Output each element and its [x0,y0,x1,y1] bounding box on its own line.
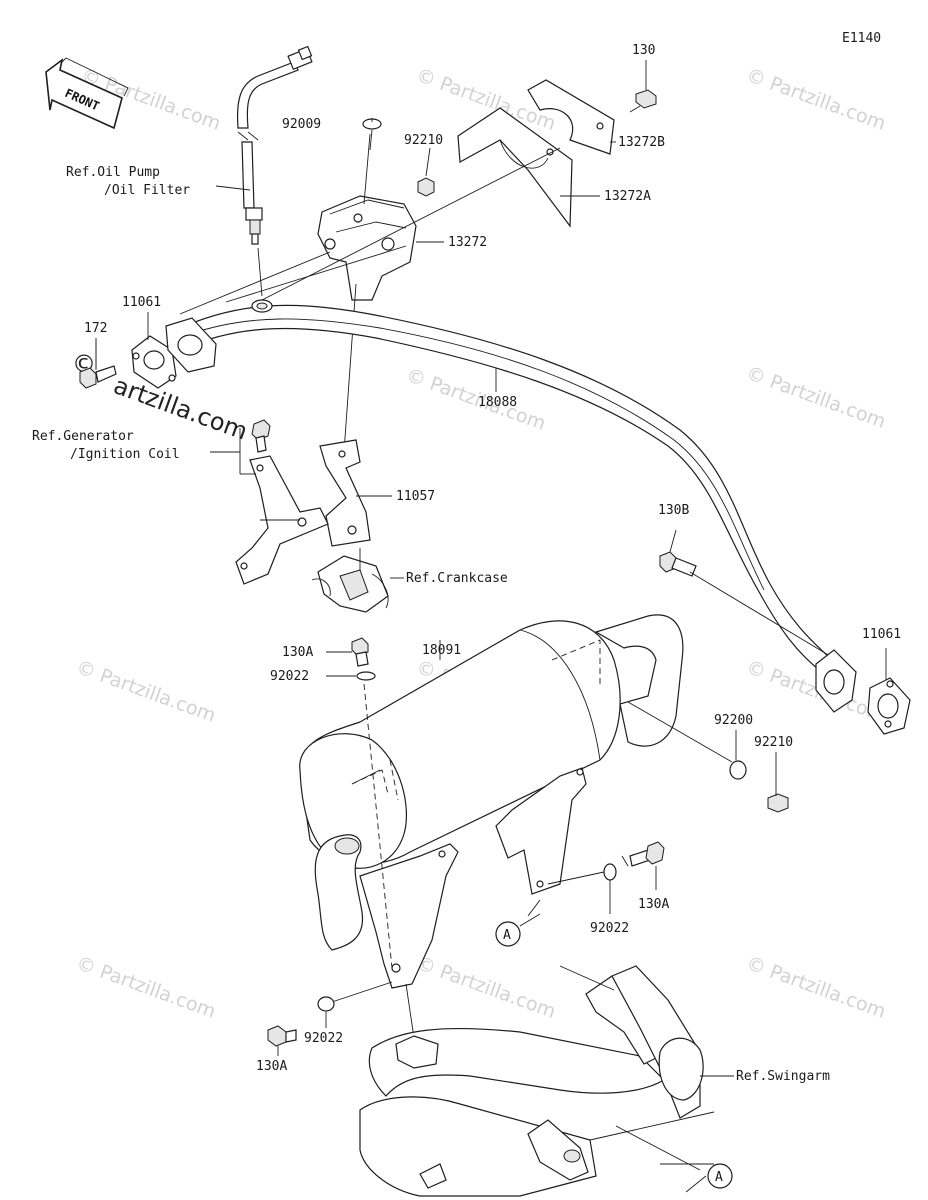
label-18091: 18091 [422,643,461,658]
swingarm [359,965,734,1197]
watermark: © Partzilla.com [743,362,888,433]
watermark: © Partzilla.com [743,952,888,1023]
marker-a-right-label: A [715,1170,723,1185]
label-130A-bottom: 130A [256,1059,287,1074]
label-13272: 13272 [448,235,487,250]
label-11061-left: 11061 [122,295,161,310]
label-92022-bottom: 92022 [304,1031,343,1046]
bolt-generator [210,419,300,521]
label-11061-right: 11061 [862,627,901,642]
heat-shield-13272A [457,107,573,228]
label-130-top: 130 [632,43,655,58]
watermark: © Partzilla.com [73,656,218,727]
heat-shield-13272B [527,79,615,155]
muffler-18091 [299,614,684,951]
label-11057: 11057 [396,489,435,504]
washer-92022-bottom [317,996,335,1012]
label-92210-top: 92210 [404,133,443,148]
ref-generator: Ref.Generator [32,429,134,444]
ref-ignition-coil: /Ignition Coil [70,447,180,462]
bolt-130-top [629,60,657,113]
label-92009: 92009 [282,117,321,132]
oil-line-assembly [236,45,313,297]
marker-a-left-label: A [503,928,511,943]
label-92022-right: 92022 [590,921,629,936]
nut-92210-right [767,793,789,813]
label-130B: 130B [658,503,689,518]
bolt-130A-top [351,637,369,667]
flange-right [815,649,857,713]
screw-92009 [362,118,382,205]
muffler-bracket-rear [495,767,587,895]
bolt-130A-bottom [267,1025,297,1047]
label-13272B: 13272B [618,135,665,150]
label-130A-top: 130A [282,645,313,660]
watermark: © Partzilla.com [413,952,558,1023]
gasket-11061-right [867,648,911,735]
ref-crankcase: Ref.Crankcase [406,571,508,586]
gasket-11061-left [131,335,177,389]
watermark: © Partzilla.com [743,64,888,135]
ref-oil-pump: Ref.Oil Pump [66,165,160,180]
bolt-130B [659,529,831,657]
label-92022-top: 92022 [270,669,309,684]
marker-a-left: A [495,913,541,947]
marker-a-right: A [707,1163,733,1189]
watermark-layer: © Partzilla.com © Partzilla.com © Partzi… [72,64,889,1023]
label-92210-right: 92210 [754,735,793,750]
crankcase-fragment [311,548,404,613]
label-18088: 18088 [478,395,517,410]
ref-swingarm: Ref.Swingarm [736,1069,830,1084]
diagram-code: E1140 [842,31,881,46]
bracket-11057 [319,439,371,547]
heat-guard-13272 [317,195,417,301]
flange-left [165,317,217,373]
label-13272A: 13272A [604,189,651,204]
bolt-172 [79,340,117,389]
nut-92210-top [417,147,435,197]
label-130A-right: 130A [638,897,669,912]
label-172: 172 [84,321,107,336]
ref-oil-filter: /Oil Filter [104,183,190,198]
muffler-bracket-front [359,843,459,989]
watermark: © Partzilla.com [73,952,218,1023]
label-92200: 92200 [714,713,753,728]
washer-92022-right [603,863,617,881]
bolt-130A-right [629,841,665,867]
washer-92200 [729,760,747,780]
washer-92022-top [356,671,376,681]
